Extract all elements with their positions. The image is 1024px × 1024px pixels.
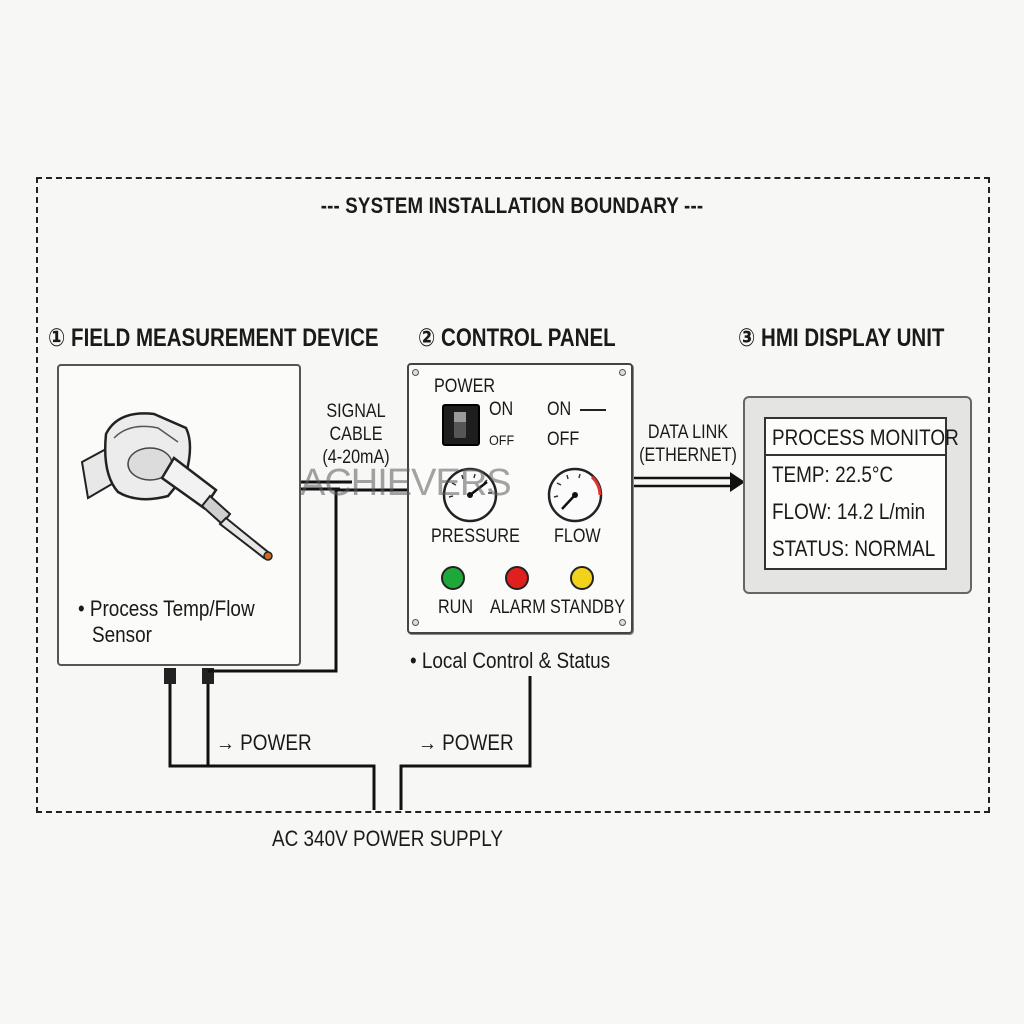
power-switch-label: POWER [434, 376, 496, 397]
data-link-arrow [634, 476, 735, 488]
hmi-screen-title: PROCESS MONITOR [772, 425, 959, 450]
power-label-left: → POWER [216, 730, 312, 755]
signal-label-line2: CABLE [329, 424, 383, 445]
power-toggle-switch[interactable] [442, 404, 480, 446]
flow-label: FLOW [554, 526, 601, 547]
standby-led [570, 566, 594, 590]
panel-screw-icon [412, 369, 419, 376]
field-bullet: • Process Temp/Flow [78, 596, 255, 621]
signal-label-line3: (4-20mA) [322, 447, 390, 468]
field-bullet-cont: Sensor [92, 622, 152, 647]
legend-on-label: ON [547, 399, 572, 420]
power-wire-panel [399, 676, 532, 810]
installation-boundary [36, 177, 990, 813]
hmi-temp-readout: TEMP: 22.5°C [772, 462, 894, 487]
watermark-text: ACHIEVERS [300, 462, 512, 504]
data-link-arrowhead [730, 472, 745, 492]
run-led [441, 566, 465, 590]
control-panel-title: ② CONTROL PANEL [418, 324, 616, 352]
hmi-screen [764, 417, 947, 570]
hmi-status-readout: STATUS: NORMAL [772, 536, 936, 561]
hmi-flow-readout: FLOW: 14.2 L/min [772, 499, 926, 524]
alarm-label: ALARM [490, 597, 546, 618]
panel-screw-icon [412, 619, 419, 626]
power-label-right: → POWER [418, 730, 514, 755]
sensor-illustration-icon [80, 412, 273, 561]
signal-cable [208, 480, 407, 673]
hmi-divider [766, 454, 945, 456]
switch-off-label: OFF [489, 432, 515, 448]
data-link-line2: (ETHERNET) [639, 445, 737, 466]
signal-label-line1: SIGNAL [326, 401, 386, 422]
data-link-label: DATA LINK (ETHERNET) [639, 421, 738, 467]
panel-caption: • Local Control & Status [410, 648, 611, 673]
connector-plug-1 [164, 668, 176, 684]
flow-gauge-icon [547, 467, 603, 523]
pressure-label: PRESSURE [431, 526, 520, 547]
power-supply-label: AC 340V POWER SUPPLY [272, 826, 503, 851]
panel-screw-icon [619, 369, 626, 376]
pressure-gauge-icon [442, 467, 498, 523]
switch-on-label: ON [489, 399, 514, 420]
data-link-line1: DATA LINK [647, 422, 729, 443]
hmi-title: ③ HMI DISPLAY UNIT [738, 324, 945, 352]
alarm-led [505, 566, 529, 590]
power-wire-field-1 [168, 672, 376, 810]
panel-screw-icon [619, 619, 626, 626]
field-device-title: ① FIELD MEASUREMENT DEVICE [48, 324, 379, 352]
power-wires [168, 672, 532, 810]
legend-off-label: OFF [547, 429, 580, 450]
legend-dash [580, 409, 606, 411]
field-device-box [57, 364, 301, 666]
signal-cable-label: SIGNAL CABLE (4-20mA) [312, 400, 400, 469]
standby-label: STANDBY [550, 597, 626, 618]
run-label: RUN [438, 597, 473, 618]
boundary-title: --- SYSTEM INSTALLATION BOUNDARY --- [320, 193, 704, 218]
